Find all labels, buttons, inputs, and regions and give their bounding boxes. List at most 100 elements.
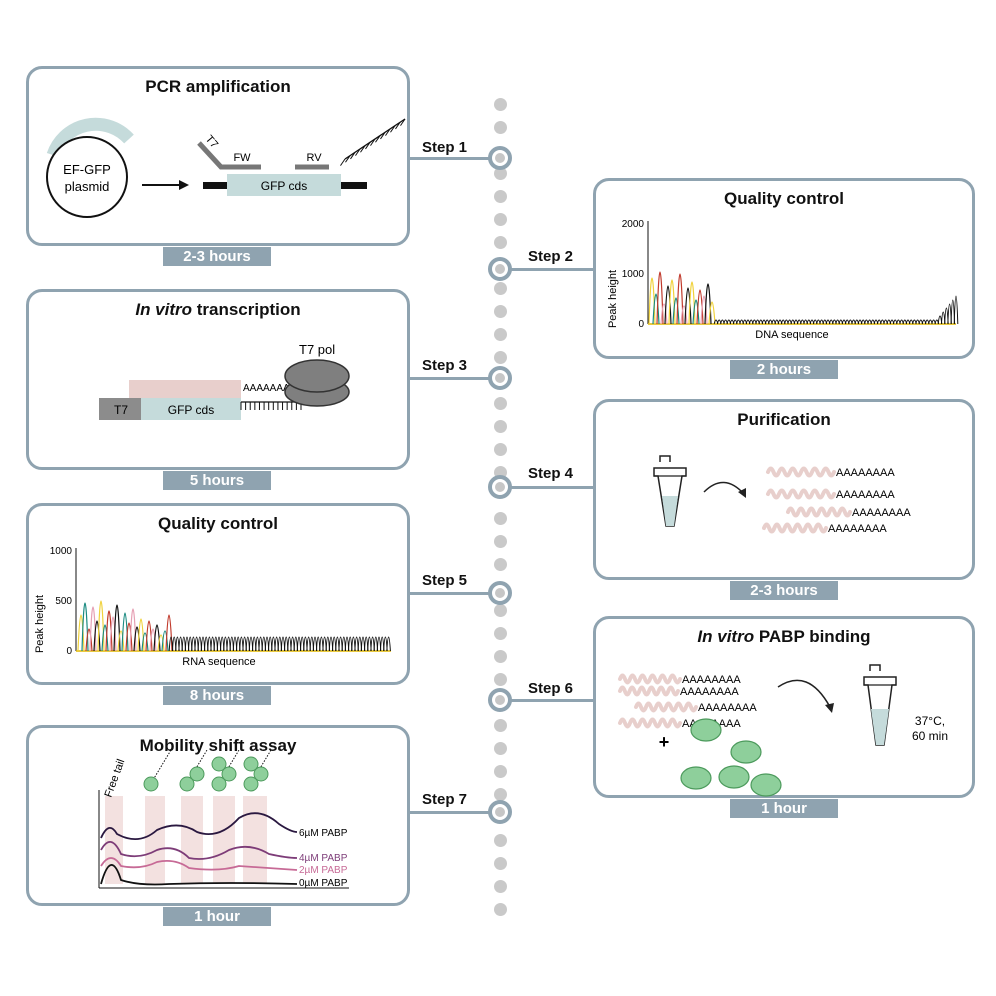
trace-peak <box>161 630 169 652</box>
trace-peak <box>696 289 704 325</box>
panel-title: In vitro PABP binding <box>596 627 972 647</box>
timeline-dot <box>494 880 507 893</box>
poly-a-label: AAAAAAA <box>243 383 290 394</box>
dna-trace-chart: Peak height 2000 1000 0 DNA sequence <box>607 219 959 341</box>
x-axis-label: DNA sequence <box>755 329 828 341</box>
ladder-tick <box>380 132 386 140</box>
trace-peak <box>700 295 708 325</box>
curved-arrow <box>703 481 745 495</box>
tube-icon <box>653 455 687 527</box>
timeline-dot <box>494 236 507 249</box>
trace-peak <box>688 281 696 325</box>
connector-step1 <box>410 157 492 160</box>
plasmid-label-1: EF-GFP <box>63 162 111 177</box>
fw-label: FW <box>233 152 251 164</box>
title-italic: In vitro <box>697 627 755 646</box>
step-marker-5 <box>488 581 512 605</box>
pabp-protein <box>680 766 712 790</box>
y-axis-label: Peak height <box>34 595 46 653</box>
connector-step6 <box>510 699 593 702</box>
plasmid-circle <box>46 136 128 218</box>
timeline-dot <box>494 397 507 410</box>
timeline-dot <box>494 190 507 203</box>
time-bar-step6: 1 hour <box>730 799 838 818</box>
step-marker-3 <box>488 366 512 390</box>
tube-icon <box>863 664 897 746</box>
condition-time: 60 min <box>912 729 948 743</box>
rna-wave <box>618 717 682 729</box>
step-label-3: Step 3 <box>422 357 468 374</box>
rna-wave <box>786 506 852 518</box>
pabp-protein <box>690 718 722 742</box>
timeline-dot <box>494 627 507 640</box>
trace-peak <box>680 305 688 325</box>
rna-wave <box>634 701 698 713</box>
poly-t-ladder <box>240 401 302 410</box>
trace-peak <box>386 636 391 652</box>
timeline-dot <box>494 443 507 456</box>
poly-t-ladder <box>340 118 406 166</box>
trace-peak <box>129 608 137 652</box>
trace-peak <box>81 602 89 652</box>
trace-label-0um: 0µM PABP <box>299 878 348 889</box>
t7-promoter-box <box>99 398 143 420</box>
curved-arrow <box>777 679 831 708</box>
pabp-on-tail <box>211 756 227 772</box>
timeline-dot <box>494 535 507 548</box>
title-rest: PABP binding <box>754 627 871 646</box>
step-marker-2 <box>488 257 512 281</box>
pabp-proteins <box>680 718 782 797</box>
panel-quality-control-dna: Quality control Peak height 2000 1000 0 … <box>593 178 975 359</box>
trace-peak <box>93 620 101 652</box>
y-tick-1000: 1000 <box>50 546 73 557</box>
time-bar-step2: 2 hours <box>730 360 838 379</box>
timeline-dot <box>494 167 507 180</box>
trace-peak <box>137 618 145 652</box>
pabp-on-tail <box>211 776 227 792</box>
rna-trace-chart: Peak height 1000 500 0 RNA sequence <box>34 546 391 668</box>
connector-step3 <box>410 377 492 380</box>
migration-traces <box>100 812 298 886</box>
step-marker-4 <box>488 475 512 499</box>
dna-peaks <box>648 271 959 325</box>
trace-peak <box>141 632 149 652</box>
panel-title: Quality control <box>158 514 278 533</box>
timeline-dot <box>494 903 507 916</box>
trace-peak <box>652 293 660 325</box>
free-tail-label: Free tail <box>103 758 128 799</box>
trace-peak <box>77 614 85 652</box>
poly-a-tail: AAAAAAAA <box>836 489 895 501</box>
poly-a-tail: AAAAAAAA <box>698 702 757 714</box>
arrow-head <box>738 488 746 498</box>
time-bar-step3: 5 hours <box>163 471 271 490</box>
panel-quality-control-rna: Quality control Peak height 1000 500 0 R… <box>26 503 410 685</box>
band-highlights <box>105 796 267 884</box>
trace-peak <box>149 628 157 652</box>
trace-peak <box>165 614 173 652</box>
rv-label: RV <box>306 152 322 164</box>
pabp-on-tail <box>189 766 205 782</box>
x-axis-label: RNA sequence <box>182 656 255 668</box>
timeline-dot <box>494 604 507 617</box>
migration-trace <box>100 864 298 886</box>
rna-wave <box>618 685 680 697</box>
step-label-1: Step 1 <box>422 139 468 156</box>
trace-peak <box>117 630 125 652</box>
time-bar-step5: 8 hours <box>163 686 271 705</box>
trace-peak <box>109 616 117 652</box>
trace-peak <box>157 634 165 652</box>
ladder-tick <box>360 145 366 153</box>
poly-a-tail: AAAAAAAA <box>680 686 739 698</box>
t7-pol-label: T7 pol <box>299 342 335 357</box>
panel-title: Quality control <box>724 189 844 208</box>
ladder-tick <box>350 152 356 160</box>
trace-peak <box>692 299 700 325</box>
ladder-tick <box>400 118 406 126</box>
trace-peak <box>97 600 105 652</box>
title-rest: transcription <box>192 300 301 319</box>
connector-step7 <box>410 811 492 814</box>
timeline-dot <box>494 834 507 847</box>
time-bar-step4: 2-3 hours <box>730 581 838 600</box>
trace-peak <box>676 273 684 325</box>
